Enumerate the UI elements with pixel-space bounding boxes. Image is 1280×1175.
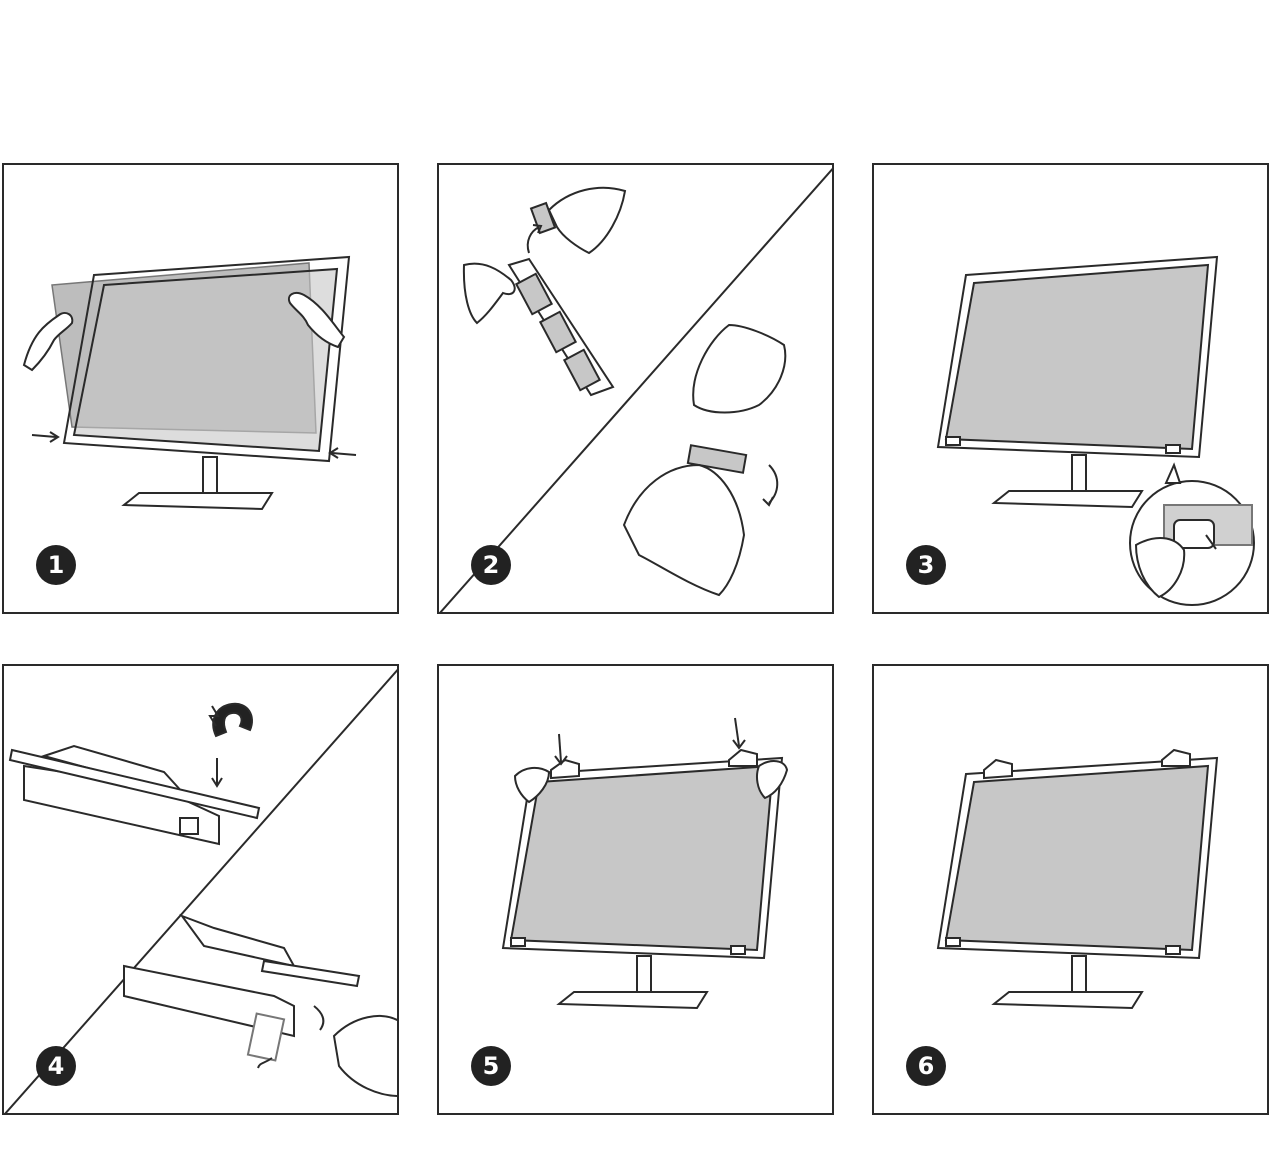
top-clip-left (983, 758, 1013, 780)
lower-clip-body (123, 964, 295, 1038)
step-panel-2: 2 (437, 163, 834, 614)
monitor-stand-neck (636, 955, 652, 993)
bottom-tab-right (1165, 945, 1181, 955)
monitor-bezel (62, 255, 351, 463)
top-clip-right (728, 748, 758, 767)
bottom-tab-left (945, 937, 961, 947)
monitor-stand-neck (1071, 454, 1087, 494)
right-arrow (331, 452, 357, 456)
adhesive-tab (514, 272, 554, 316)
monitor-stand-neck (1071, 955, 1087, 993)
step-1-illustration (22, 255, 357, 511)
magnet-spark (208, 705, 220, 727)
magnet-icon (212, 702, 253, 738)
left-hand (22, 312, 74, 372)
peel-arrow (257, 1057, 273, 1069)
holding-hand (462, 262, 516, 325)
right-hand (756, 760, 789, 800)
panel-divider (439, 168, 832, 612)
right-hand (288, 292, 346, 349)
left-hand (513, 766, 551, 804)
down-arrow-right (734, 717, 740, 747)
left-arrow (31, 434, 57, 438)
lift-arrow (526, 226, 540, 254)
step-number-badge: 6 (906, 1046, 946, 1086)
peeling-hand (547, 186, 627, 255)
step-4-illustration (4, 669, 397, 1113)
bottom-tab-left (510, 937, 526, 947)
monitor-stand-neck (202, 456, 218, 494)
step-number-badge: 4 (36, 1046, 76, 1086)
monitor-bezel (501, 756, 784, 960)
turn-arrow (313, 1005, 325, 1031)
peel-liner (246, 1012, 286, 1062)
step-6-illustration (936, 748, 1219, 1010)
clip-being-folded (686, 444, 748, 474)
bottom-tab-right (730, 945, 746, 955)
step-panel-5: 5 (437, 664, 834, 1115)
monitor-bezel (936, 756, 1219, 960)
monitor-screen (944, 263, 1210, 451)
rod (8, 748, 261, 820)
step-5-illustration (501, 717, 789, 1010)
pressing-hand-lower (622, 463, 746, 597)
bottom-tab-right (1165, 444, 1181, 454)
step-panel-3: 3 (872, 163, 1269, 614)
peeling-hand (332, 1015, 397, 1097)
monitor-screen (944, 764, 1210, 952)
bottom-tab-left (945, 436, 961, 446)
monitor-stand-base (556, 991, 709, 1010)
adhesive-tab (562, 348, 602, 392)
step-2-illustration (439, 168, 832, 612)
step-number-badge: 1 (36, 545, 76, 585)
pressing-hand-upper (692, 323, 787, 414)
zoom-arrow (1205, 534, 1217, 550)
step-panel-4: 4 (2, 664, 399, 1115)
top-clip-right (1161, 748, 1191, 767)
panel-divider (4, 669, 397, 1113)
top-clip-left (550, 758, 580, 780)
monitor-stand-base (991, 490, 1144, 509)
monitor-screen (509, 764, 775, 952)
step-panel-6: 6 (872, 664, 1269, 1115)
adhesive-tab (538, 310, 578, 354)
zoom-tab (1173, 519, 1215, 549)
step-number-badge: 3 (906, 545, 946, 585)
monitor-bezel (936, 255, 1219, 459)
monitor-screen (72, 267, 339, 453)
lower-rod (260, 959, 361, 988)
monitor-stand-base (121, 492, 274, 511)
clip-label (179, 817, 199, 835)
lower-clip-top (179, 913, 296, 968)
step-number-badge: 2 (471, 545, 511, 585)
monitor-stand-base (991, 991, 1144, 1010)
down-arrow-left (558, 733, 562, 763)
callout-pointer (1164, 462, 1182, 484)
step-number-badge: 5 (471, 1046, 511, 1086)
zoom-hand (1134, 537, 1186, 599)
step-panel-1: 1 (2, 163, 399, 614)
step-3-illustration (936, 255, 1255, 606)
